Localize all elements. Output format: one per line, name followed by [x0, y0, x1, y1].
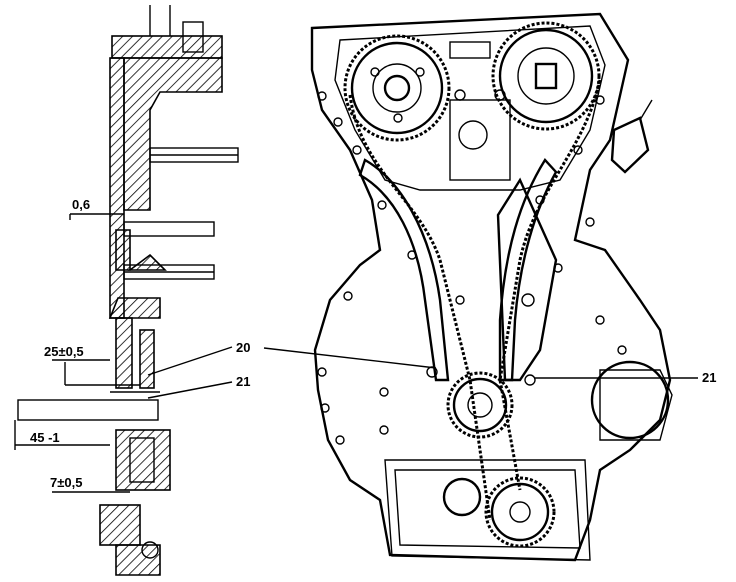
timing-cover-outline — [310, 12, 672, 562]
dimension-lines — [14, 213, 140, 493]
left-chain-guide — [358, 158, 450, 382]
right-cam-sprocket — [491, 21, 601, 131]
timing-chain — [348, 79, 602, 521]
leader-lines — [147, 346, 698, 399]
dim-gap-label: 0,6 — [72, 197, 90, 212]
section-housing — [123, 57, 223, 211]
section-top-block — [111, 35, 223, 59]
dim-offset-label: 7±0,5 — [50, 475, 82, 490]
crank-sprocket — [446, 371, 514, 439]
callout-21-left-label: 21 — [236, 374, 250, 389]
dim-depth-label: 25±0,5 — [44, 344, 84, 359]
section-bolt-shank — [17, 399, 159, 421]
engine-front-view — [310, 12, 673, 562]
bolt-holes — [317, 91, 627, 445]
section-main-wall — [109, 57, 125, 319]
dim-length-label: 45 -1 — [30, 430, 60, 445]
tensioner-housing — [590, 360, 670, 440]
section-top-bolt — [182, 21, 204, 53]
callout-20-label: 20 — [236, 340, 250, 355]
callout-21-right-label: 21 — [702, 370, 716, 385]
oil-pump-sprocket — [484, 476, 556, 548]
left-cam-sprocket — [343, 34, 451, 142]
